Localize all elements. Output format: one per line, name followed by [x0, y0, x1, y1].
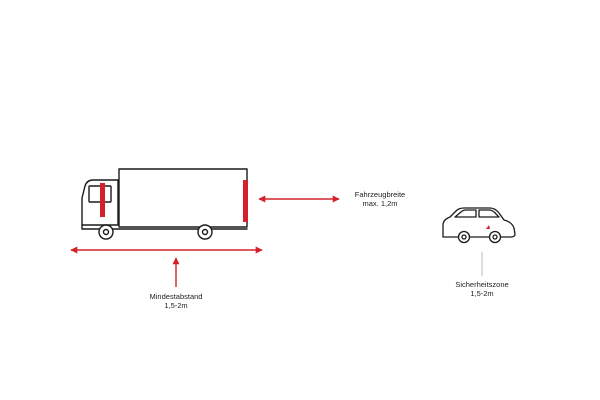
safety-zone-label: Sicherheitszone 1,5-2m	[444, 280, 520, 298]
car-icon	[442, 207, 516, 244]
safety-zone-value: 1,5-2m	[470, 289, 494, 298]
truck-icon	[81, 168, 248, 240]
car-windows	[454, 209, 500, 218]
min-distance-title: Mindestabstand	[149, 292, 203, 301]
car-rear-wheel	[488, 230, 502, 244]
car-light-marker	[486, 225, 490, 229]
vehicle-width-value: max. 1,2m	[362, 199, 398, 208]
truck-front-wheel	[98, 224, 114, 240]
truck-rear-wheel	[197, 224, 213, 240]
car-front-wheel	[457, 230, 471, 244]
car-body	[442, 207, 516, 238]
min-distance-label: Mindestabstand 1,5-2m	[138, 292, 214, 310]
vehicle-width-label: Fahrzeugbreite max. 1,2m	[342, 190, 418, 208]
truck-cab	[81, 179, 119, 226]
vehicle-width-title: Fahrzeugbreite	[354, 190, 406, 199]
safety-zone-title: Sicherheitszone	[455, 280, 509, 289]
truck-cab-marker	[100, 183, 105, 217]
truck-rear-marker	[243, 180, 248, 222]
min-distance-value: 1,5-2m	[164, 301, 188, 310]
truck-cargo-box	[118, 168, 248, 228]
